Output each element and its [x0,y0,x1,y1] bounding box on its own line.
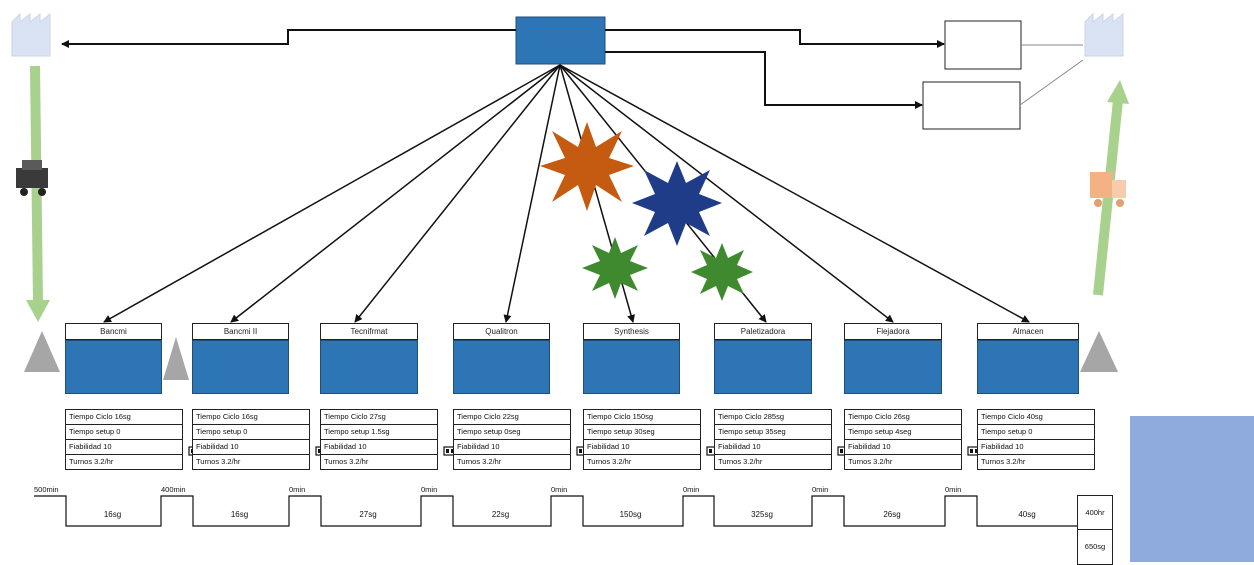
process-data-row: Tiempo Ciclo 22sg [454,410,570,425]
process-data-row: Turnos 3.2/hr [848,457,893,466]
process-box [844,340,942,394]
process-title: Bancmi II [192,323,289,340]
inventory-triangle-icon-2 [163,337,189,380]
timeline-wait-label: 0min [812,485,829,494]
timeline-process-time: 150sg [619,510,642,519]
process-data-row: Fiabilidad 10 [978,440,1094,455]
side-panel [1130,416,1254,562]
timeline-ladder [34,495,1077,527]
info-flow-to-customer-box-1 [605,29,945,48]
timeline-process-time: 27sg [359,510,377,519]
process-box [453,340,550,394]
process-data-row: Turnos 3.2/hr [457,457,502,466]
timeline-process-time: 325sg [751,510,773,519]
process-data-row: Fiabilidad 10 [321,440,437,455]
process-box [583,340,680,394]
process-data-row: Tiempo setup 0 [66,425,182,440]
outbound-truck-icon [1090,172,1126,207]
kaizen-burst-green-icon-1 [582,237,648,299]
kaizen-burst-green-icon-2 [691,243,753,301]
process-data-row: Tiempo setup 35seg [715,425,831,440]
process-data-row: Turnos 3.2/hr [718,457,763,466]
process-data-row: Tiempo setup 4seg [845,425,961,440]
process-time-total: 650sg [1077,529,1113,565]
customer-factory-icon [1084,12,1124,57]
connector-line-2 [1019,59,1084,106]
process-data-row: Tiempo Ciclo 150sg [584,410,700,425]
timeline-wait-label: 500min [34,485,59,494]
process-data-row: Tiempo Ciclo 16sg [193,410,309,425]
process-box [714,340,812,394]
lead-time-total: 400hr [1077,495,1113,531]
process-data-row: Fiabilidad 10 [66,440,182,455]
process-data-row: Tiempo Ciclo 26sg [845,410,961,425]
process-box [977,340,1079,394]
process-data-row: Tiempo setup 1.5sg [321,425,437,440]
process-data-row: Turnos 3.2/hr [69,457,114,466]
inbound-truck-icon [16,160,48,196]
process-title: Tecnifrmat [320,323,418,340]
process-title: Paletizadora [714,323,812,340]
customer-order-box-1 [944,20,1022,70]
process-title: Synthesis [583,323,680,340]
info-arrows-to-processes [103,64,1030,323]
process-data-row: Fiabilidad 10 [845,440,961,455]
process-title: Qualitron [453,323,550,340]
timeline-process-time: 40sg [1018,510,1036,519]
process-data-row: Turnos 3.2/hr [587,457,632,466]
process-title: Bancmi [65,323,162,340]
process-data-row: Tiempo Ciclo 40sg [978,410,1094,425]
process-data-row: Turnos 3.2/hr [981,457,1026,466]
timeline-wait-label: 0min [421,485,438,494]
process-data-row: Fiabilidad 10 [584,440,700,455]
timeline-process-time: 16sg [230,510,249,519]
inventory-triangle-icon-3 [1080,331,1118,372]
supplier-factory-icon [11,12,51,57]
process-title: Flejadora [844,323,942,340]
process-data-row: Tiempo setup 0 [978,425,1094,440]
timeline-wait-label: 400min [161,485,186,494]
customer-order-box-2 [922,81,1021,130]
timeline-process-time: 22sg [491,510,510,519]
inbound-flow-arrow [26,65,50,322]
process-data-row: Tiempo setup 30seg [584,425,700,440]
process-box [320,340,418,394]
kaizen-burst-orange-icon [540,122,634,211]
production-control-box [515,16,606,65]
process-data-row: Tiempo Ciclo 27sg [321,410,437,425]
timeline-wait-label: 0min [945,485,962,494]
process-data-row: Tiempo setup 0seg [454,425,570,440]
process-data-row: Tiempo setup 0 [193,425,309,440]
timeline-process-time: 16sg [103,510,122,519]
info-flow-to-supplier [61,29,516,48]
kaizen-burst-navy-icon [632,161,722,246]
process-data-row: Turnos 3.2/hr [196,457,241,466]
process-box [65,340,162,394]
process-data-row: Tiempo Ciclo 16sg [66,410,182,425]
timeline-wait-label: 0min [289,485,306,494]
process-data-row: Fiabilidad 10 [715,440,831,455]
timeline-process-time: 26sg [883,510,901,519]
process-data-row: Fiabilidad 10 [193,440,309,455]
process-data-row: Turnos 3.2/hr [324,457,369,466]
process-data-row: Fiabilidad 10 [454,440,570,455]
timeline-wait-label: 0min [551,485,568,494]
timeline-wait-label: 0min [683,485,700,494]
process-box [192,340,289,394]
inventory-triangle-icon-1 [24,331,60,372]
process-data-row: Tiempo Ciclo 285sg [715,410,831,425]
info-flow-to-customer-box-2 [605,51,923,109]
process-title: Almacen [977,323,1079,340]
